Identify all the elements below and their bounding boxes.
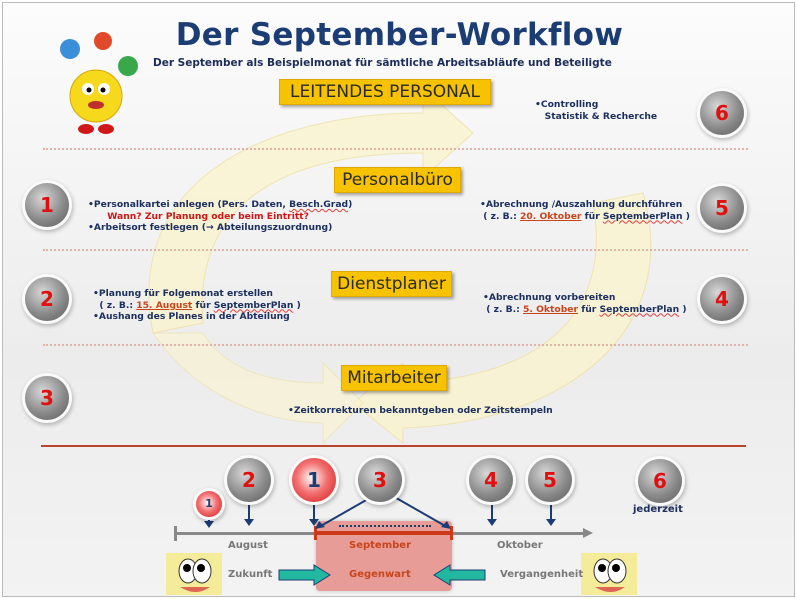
step-2-text: •Planung für Folgemonat erstellen ( z. B… [93,288,301,322]
step-1-text: •Personalkartei anlegen (Pers. Daten, Be… [88,199,353,233]
timeline-arrowhead-icon [583,528,593,538]
subtitle: Der September als Beispielmonat für sämt… [153,57,612,69]
month-oktober: Oktober [497,540,543,551]
timeline-marker-5: 5 [528,458,572,502]
step-6-badge: 6 [700,91,744,135]
timeline-marker-2: 2 [227,458,271,502]
step-4-text: •Abrechnung vorbereiten ( z. B.: 5. Okto… [483,292,687,315]
step-3-text: •Zeitkorrekturen bekanntgeben oder Zeits… [288,405,553,416]
step-4-badge: 4 [700,277,744,321]
timeline-marker-3: 3 [358,458,402,502]
step-3-arrows-icon [315,494,451,529]
role-mitarbeiter: Mitarbeiter [341,365,447,391]
marker-arrow [487,500,497,526]
teal-arrow-right-icon [278,564,331,586]
month-september: September [349,540,411,551]
step-5-badge: 5 [700,186,744,230]
label-jederzeit: jederzeit [633,504,683,515]
divider [43,148,748,150]
timeline-start-tick [174,526,177,541]
label-vergangenheit: Vergangenheit [500,569,584,580]
role-dienstplaner: Dienstplaner [331,271,452,297]
teal-arrow-left-icon [433,564,486,586]
timeline-marker-1: 1 [292,458,336,502]
role-leitendes-personal: LEITENDES PERSONAL [279,79,491,105]
marker-arrow [204,514,214,528]
step-2-badge: 2 [25,277,69,321]
marker-arrow [546,500,556,526]
september-end-tick [450,526,453,540]
month-august: August [228,540,268,551]
juggler-mascot-icon [60,32,138,134]
step-1-badge: 1 [25,183,69,227]
september-range-arrow [339,525,431,527]
eyes-face-left-icon [166,553,222,595]
step-5-text: •Abrechnung /Auszahlung durchführen ( z.… [480,199,690,222]
eyes-face-right-icon [581,553,637,595]
label-gegenwart: Gegenwart [349,569,411,580]
page-title: Der September-Workflow [175,17,624,53]
timeline-marker-6: 6 [638,459,682,503]
timeline-marker-4: 4 [469,458,513,502]
september-start-tick [314,526,317,540]
divider [43,249,748,251]
label-zukunft: Zukunft [228,569,273,580]
september-bar [314,531,452,535]
divider [43,344,748,346]
step-3-badge: 3 [25,376,69,420]
role-personalbuero: Personalbüro [334,167,461,193]
timeline-separator [41,445,746,447]
timeline-marker-1-small: 1 [196,491,222,517]
marker-arrow [309,500,319,526]
marker-arrow [244,500,254,526]
step-6-text: •Controlling Statistik & Recherche [535,99,658,122]
